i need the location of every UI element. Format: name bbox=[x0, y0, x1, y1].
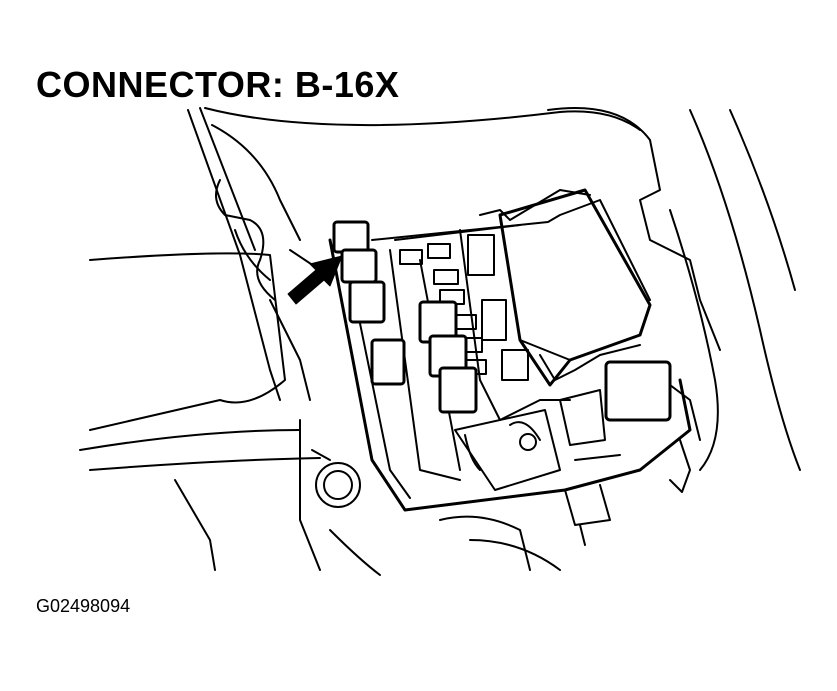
lower-connectors bbox=[454, 389, 621, 546]
relay-modules bbox=[332, 220, 672, 422]
figure-id: G02498094 bbox=[36, 596, 131, 616]
wiring-harness bbox=[187, 107, 321, 401]
connector-title: CONNECTOR: B-16X bbox=[36, 64, 400, 105]
body-panel-lines bbox=[204, 107, 801, 493]
fender-panel bbox=[79, 252, 321, 571]
hoses bbox=[329, 515, 561, 576]
mounting-bolt bbox=[311, 449, 361, 508]
relay-cover bbox=[498, 188, 652, 387]
pointer-arrow bbox=[287, 255, 343, 305]
